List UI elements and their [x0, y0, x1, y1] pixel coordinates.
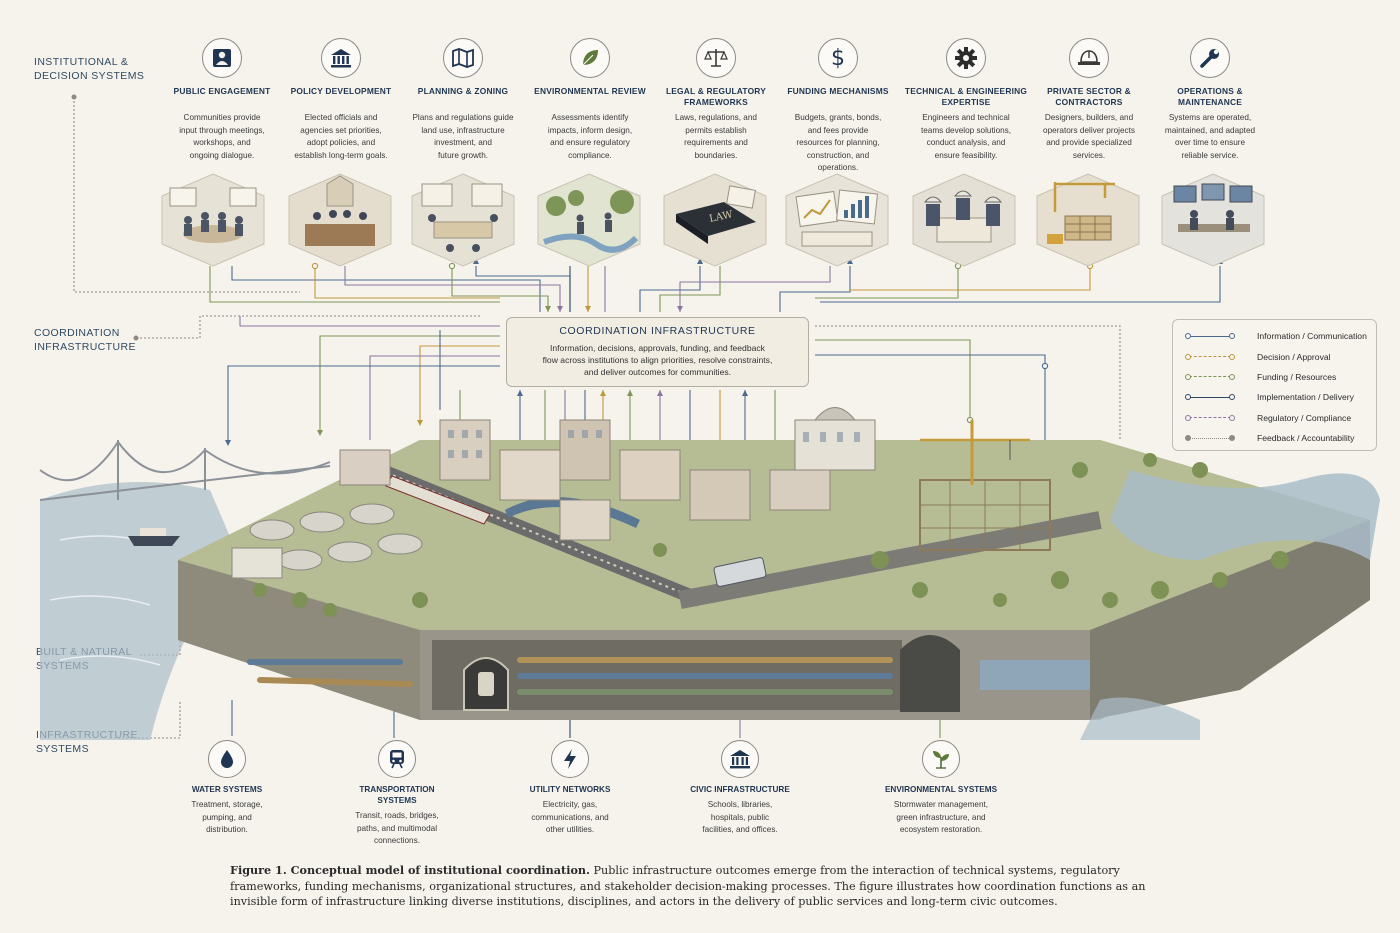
- legend-swatch-funding: [1185, 372, 1235, 382]
- vignette-law-book: LAW: [663, 173, 767, 267]
- train-icon: [378, 740, 416, 778]
- infrastructure-desc: Treatment, storage, pumping, and distrib…: [191, 800, 263, 834]
- gear-icon: [946, 38, 986, 78]
- scales-icon: [696, 38, 736, 78]
- vignette-operations-room: [1161, 173, 1265, 267]
- lightning-icon: [551, 740, 589, 778]
- infrastructure-transportation-systems: TRANSPORTATION SYSTEMS Transit, roads, b…: [332, 740, 462, 848]
- map-icon: [443, 38, 483, 78]
- legend-label: Regulatory / Compliance: [1257, 412, 1352, 423]
- water-drop-icon: [208, 740, 246, 778]
- civic-building-icon: [721, 740, 759, 778]
- institution-title: ENVIRONMENTAL REVIEW: [534, 86, 646, 96]
- institution-title: PLANNING & ZONING: [417, 86, 509, 96]
- institution-title: LEGAL & REGULATORY FRAMEWORKS: [665, 86, 767, 107]
- infrastructure-civic-infrastructure: CIVIC INFRASTRUCTURE Schools, libraries,…: [675, 740, 805, 837]
- law-book-title: LAW: [708, 209, 734, 225]
- legend-swatch-decision: [1185, 352, 1235, 362]
- institution-desc: Systems are operated, maintained, and ad…: [1164, 113, 1256, 160]
- institution-funding-mechanisms: $ FUNDING MECHANISMS Budgets, grants, bo…: [773, 38, 903, 175]
- institution-environmental-review: ENVIRONMENTAL REVIEW Assessments identif…: [525, 38, 655, 162]
- institution-technical-engineering: TECHNICAL & ENGINEERING EXPERTISE Engine…: [901, 38, 1031, 162]
- sprout-icon: [922, 740, 960, 778]
- legend-label: Information / Communication: [1257, 331, 1367, 342]
- institution-desc: Assessments identify impacts, inform des…: [547, 113, 633, 160]
- caption-lead: Figure 1. Conceptual model of institutio…: [230, 863, 590, 877]
- legend-label: Funding / Resources: [1257, 371, 1337, 382]
- infrastructure-title: CIVIC INFRASTRUCTURE: [690, 785, 790, 794]
- institution-policy-development: POLICY DEVELOPMENT Elected officials and…: [276, 38, 406, 162]
- coordination-desc: Information, decisions, approvals, fundi…: [542, 343, 773, 377]
- vignette-public-meeting: [161, 173, 265, 267]
- institution-desc: Designers, builders, and operators deliv…: [1043, 113, 1135, 160]
- institution-title: POLICY DEVELOPMENT: [290, 86, 392, 96]
- institution-title: TECHNICAL & ENGINEERING EXPERTISE: [904, 86, 1028, 107]
- vignette-construction-site: [1036, 173, 1140, 267]
- legend: Information / Communication Decision / A…: [1172, 319, 1377, 451]
- institution-desc: Budgets, grants, bonds, and fees provide…: [794, 113, 882, 172]
- vignette-planning-table: [411, 173, 515, 267]
- legend-item: Implementation / Delivery: [1185, 387, 1376, 407]
- legend-item: Feedback / Accountability: [1185, 428, 1376, 448]
- infrastructure-title: UTILITY NETWORKS: [529, 785, 611, 794]
- legend-swatch-feedback: [1185, 433, 1235, 443]
- legend-swatch-implementation: [1185, 392, 1235, 402]
- legend-label: Feedback / Accountability: [1257, 433, 1355, 444]
- institution-desc: Elected officials and agencies set prior…: [294, 113, 388, 160]
- infrastructure-desc: Stormwater management, green infrastruct…: [893, 800, 989, 834]
- infrastructure-desc: Transit, roads, bridges, paths, and mult…: [355, 811, 439, 845]
- side-label-coordination: COORDINATION INFRASTRUCTURE: [34, 327, 136, 353]
- institution-operations-maintenance: OPERATIONS & MAINTENANCE Systems are ope…: [1145, 38, 1275, 162]
- legend-item: Information / Communication: [1185, 326, 1376, 346]
- institution-title: OPERATIONS & MAINTENANCE: [1177, 86, 1243, 107]
- legend-item: Regulatory / Compliance: [1185, 408, 1376, 428]
- institution-desc: Communities provide input through meetin…: [179, 113, 265, 160]
- infrastructure-title: TRANSPORTATION SYSTEMS: [359, 785, 435, 805]
- legend-swatch-information: [1185, 331, 1235, 341]
- legend-label: Decision / Approval: [1257, 351, 1331, 362]
- infrastructure-environmental-systems: ENVIRONMENTAL SYSTEMS Stormwater managem…: [866, 740, 1016, 837]
- hardhat-icon: [1069, 38, 1109, 78]
- infrastructure-water-systems: WATER SYSTEMS Treatment, storage, pumpin…: [162, 740, 292, 837]
- leaf-icon: [570, 38, 610, 78]
- institution-desc: Plans and regulations guide land use, in…: [412, 113, 514, 160]
- legend-item: Decision / Approval: [1185, 346, 1376, 366]
- caption-body: Public infrastructure outcomes emerge fr…: [230, 864, 1146, 908]
- person-icon: [202, 38, 242, 78]
- coordination-title: COORDINATION INFRASTRUCTURE: [559, 325, 756, 337]
- institution-desc: Engineers and technical teams develop so…: [920, 113, 1012, 160]
- capitol-icon: [321, 38, 361, 78]
- institution-planning-zoning: PLANNING & ZONING Plans and regulations …: [398, 38, 528, 162]
- infrastructure-desc: Electricity, gas, communications, and ot…: [531, 800, 609, 834]
- institution-private-sector: PRIVATE SECTOR & CONTRACTORS Designers, …: [1024, 38, 1154, 162]
- vignette-council-chamber: [288, 173, 392, 267]
- coordination-infrastructure-box: COORDINATION INFRASTRUCTURE Information,…: [506, 317, 809, 387]
- institution-legal-regulatory: LEGAL & REGULATORY FRAMEWORKS Laws, regu…: [651, 38, 781, 162]
- legend-item: Funding / Resources: [1185, 367, 1376, 387]
- infrastructure-title: ENVIRONMENTAL SYSTEMS: [884, 785, 998, 794]
- figure-caption: Figure 1. Conceptual model of institutio…: [230, 863, 1190, 910]
- institution-title: FUNDING MECHANISMS: [787, 86, 889, 96]
- wrench-icon: [1190, 38, 1230, 78]
- side-label-institutional: INSTITUTIONAL & DECISION SYSTEMS: [34, 56, 145, 82]
- legend-swatch-regulatory: [1185, 413, 1235, 423]
- legend-label: Implementation / Delivery: [1257, 392, 1354, 403]
- infrastructure-utility-networks: UTILITY NETWORKS Electricity, gas, commu…: [505, 740, 635, 837]
- institution-title: PUBLIC ENGAGEMENT: [173, 86, 271, 96]
- vignette-engineers: [912, 173, 1016, 267]
- institution-desc: Laws, regulations, and permits establish…: [675, 113, 757, 160]
- vignette-environmental-field: [537, 173, 641, 267]
- infrastructure-desc: Schools, libraries, hospitals, public fa…: [702, 800, 778, 834]
- vignette-funding-charts: [785, 173, 889, 267]
- infrastructure-title: WATER SYSTEMS: [191, 785, 263, 794]
- institution-title: PRIVATE SECTOR & CONTRACTORS: [1047, 86, 1131, 107]
- dollar-icon: $: [818, 38, 858, 78]
- institution-public-engagement: PUBLIC ENGAGEMENT Communities provide in…: [157, 38, 287, 162]
